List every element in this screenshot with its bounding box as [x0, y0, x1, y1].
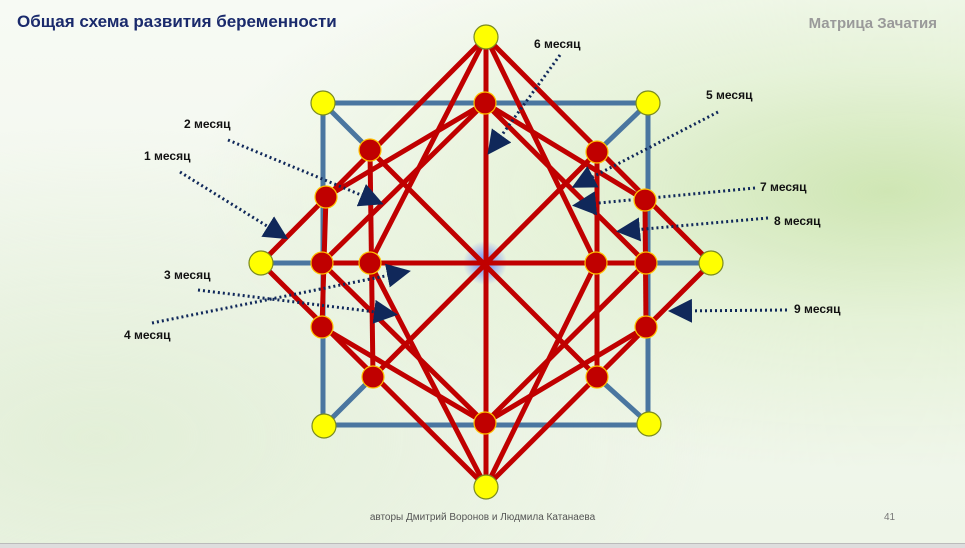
- red-node: [473, 91, 497, 115]
- red-node: [358, 138, 382, 162]
- label-month-5: 5 месяц: [706, 88, 753, 102]
- red-node: [634, 251, 658, 275]
- label-month-1: 1 месяц: [144, 149, 191, 163]
- label-month-2: 2 месяц: [184, 117, 231, 131]
- yellow-node: [636, 411, 662, 437]
- yellow-node: [635, 90, 661, 116]
- red-node: [314, 185, 338, 209]
- label-month-9: 9 месяц: [794, 302, 841, 316]
- bottom-border: [0, 543, 965, 548]
- footer-authors: авторы Дмитрий Воронов и Людмила Катанае…: [369, 512, 596, 523]
- dotted-arrow: [227, 138, 384, 207]
- red-node: [361, 365, 385, 389]
- red-node: [633, 188, 657, 212]
- red-line: [483, 261, 599, 489]
- yellow-node: [310, 90, 336, 116]
- red-node: [634, 315, 658, 339]
- label-month-7: 7 месяц: [760, 180, 807, 194]
- brand-label: Матрица Зачатия: [808, 15, 937, 32]
- red-node: [585, 140, 609, 164]
- yellow-node: [473, 474, 499, 500]
- arrows: [151, 54, 788, 325]
- slide-title: Общая схема развития беременности: [17, 12, 337, 31]
- dotted-arrow: [668, 298, 788, 323]
- red-node: [584, 251, 608, 275]
- page-number: 41: [884, 512, 896, 523]
- dotted-arrow: [179, 170, 289, 240]
- red-node: [310, 315, 334, 339]
- yellow-node: [473, 24, 499, 50]
- red-line: [483, 324, 648, 426]
- dotted-arrow: [572, 186, 756, 216]
- red-node: [585, 365, 609, 389]
- yellow-node: [248, 250, 274, 276]
- label-month-6: 6 месяц: [534, 37, 581, 51]
- label-month-3: 3 месяц: [164, 268, 211, 282]
- red-line: [320, 324, 487, 426]
- label-month-8: 8 месяц: [774, 214, 821, 228]
- yellow-node: [311, 413, 337, 439]
- dotted-arrow: [151, 263, 411, 325]
- red-node: [310, 251, 334, 275]
- red-line: [324, 100, 487, 200]
- nodes: [248, 24, 724, 500]
- label-month-4: 4 месяц: [124, 328, 171, 342]
- dotted-arrow: [571, 110, 719, 188]
- red-node: [358, 251, 382, 275]
- red-node: [473, 411, 497, 435]
- yellow-node: [698, 250, 724, 276]
- red-line: [483, 35, 599, 265]
- red-line: [367, 261, 489, 489]
- red-line: [367, 35, 489, 265]
